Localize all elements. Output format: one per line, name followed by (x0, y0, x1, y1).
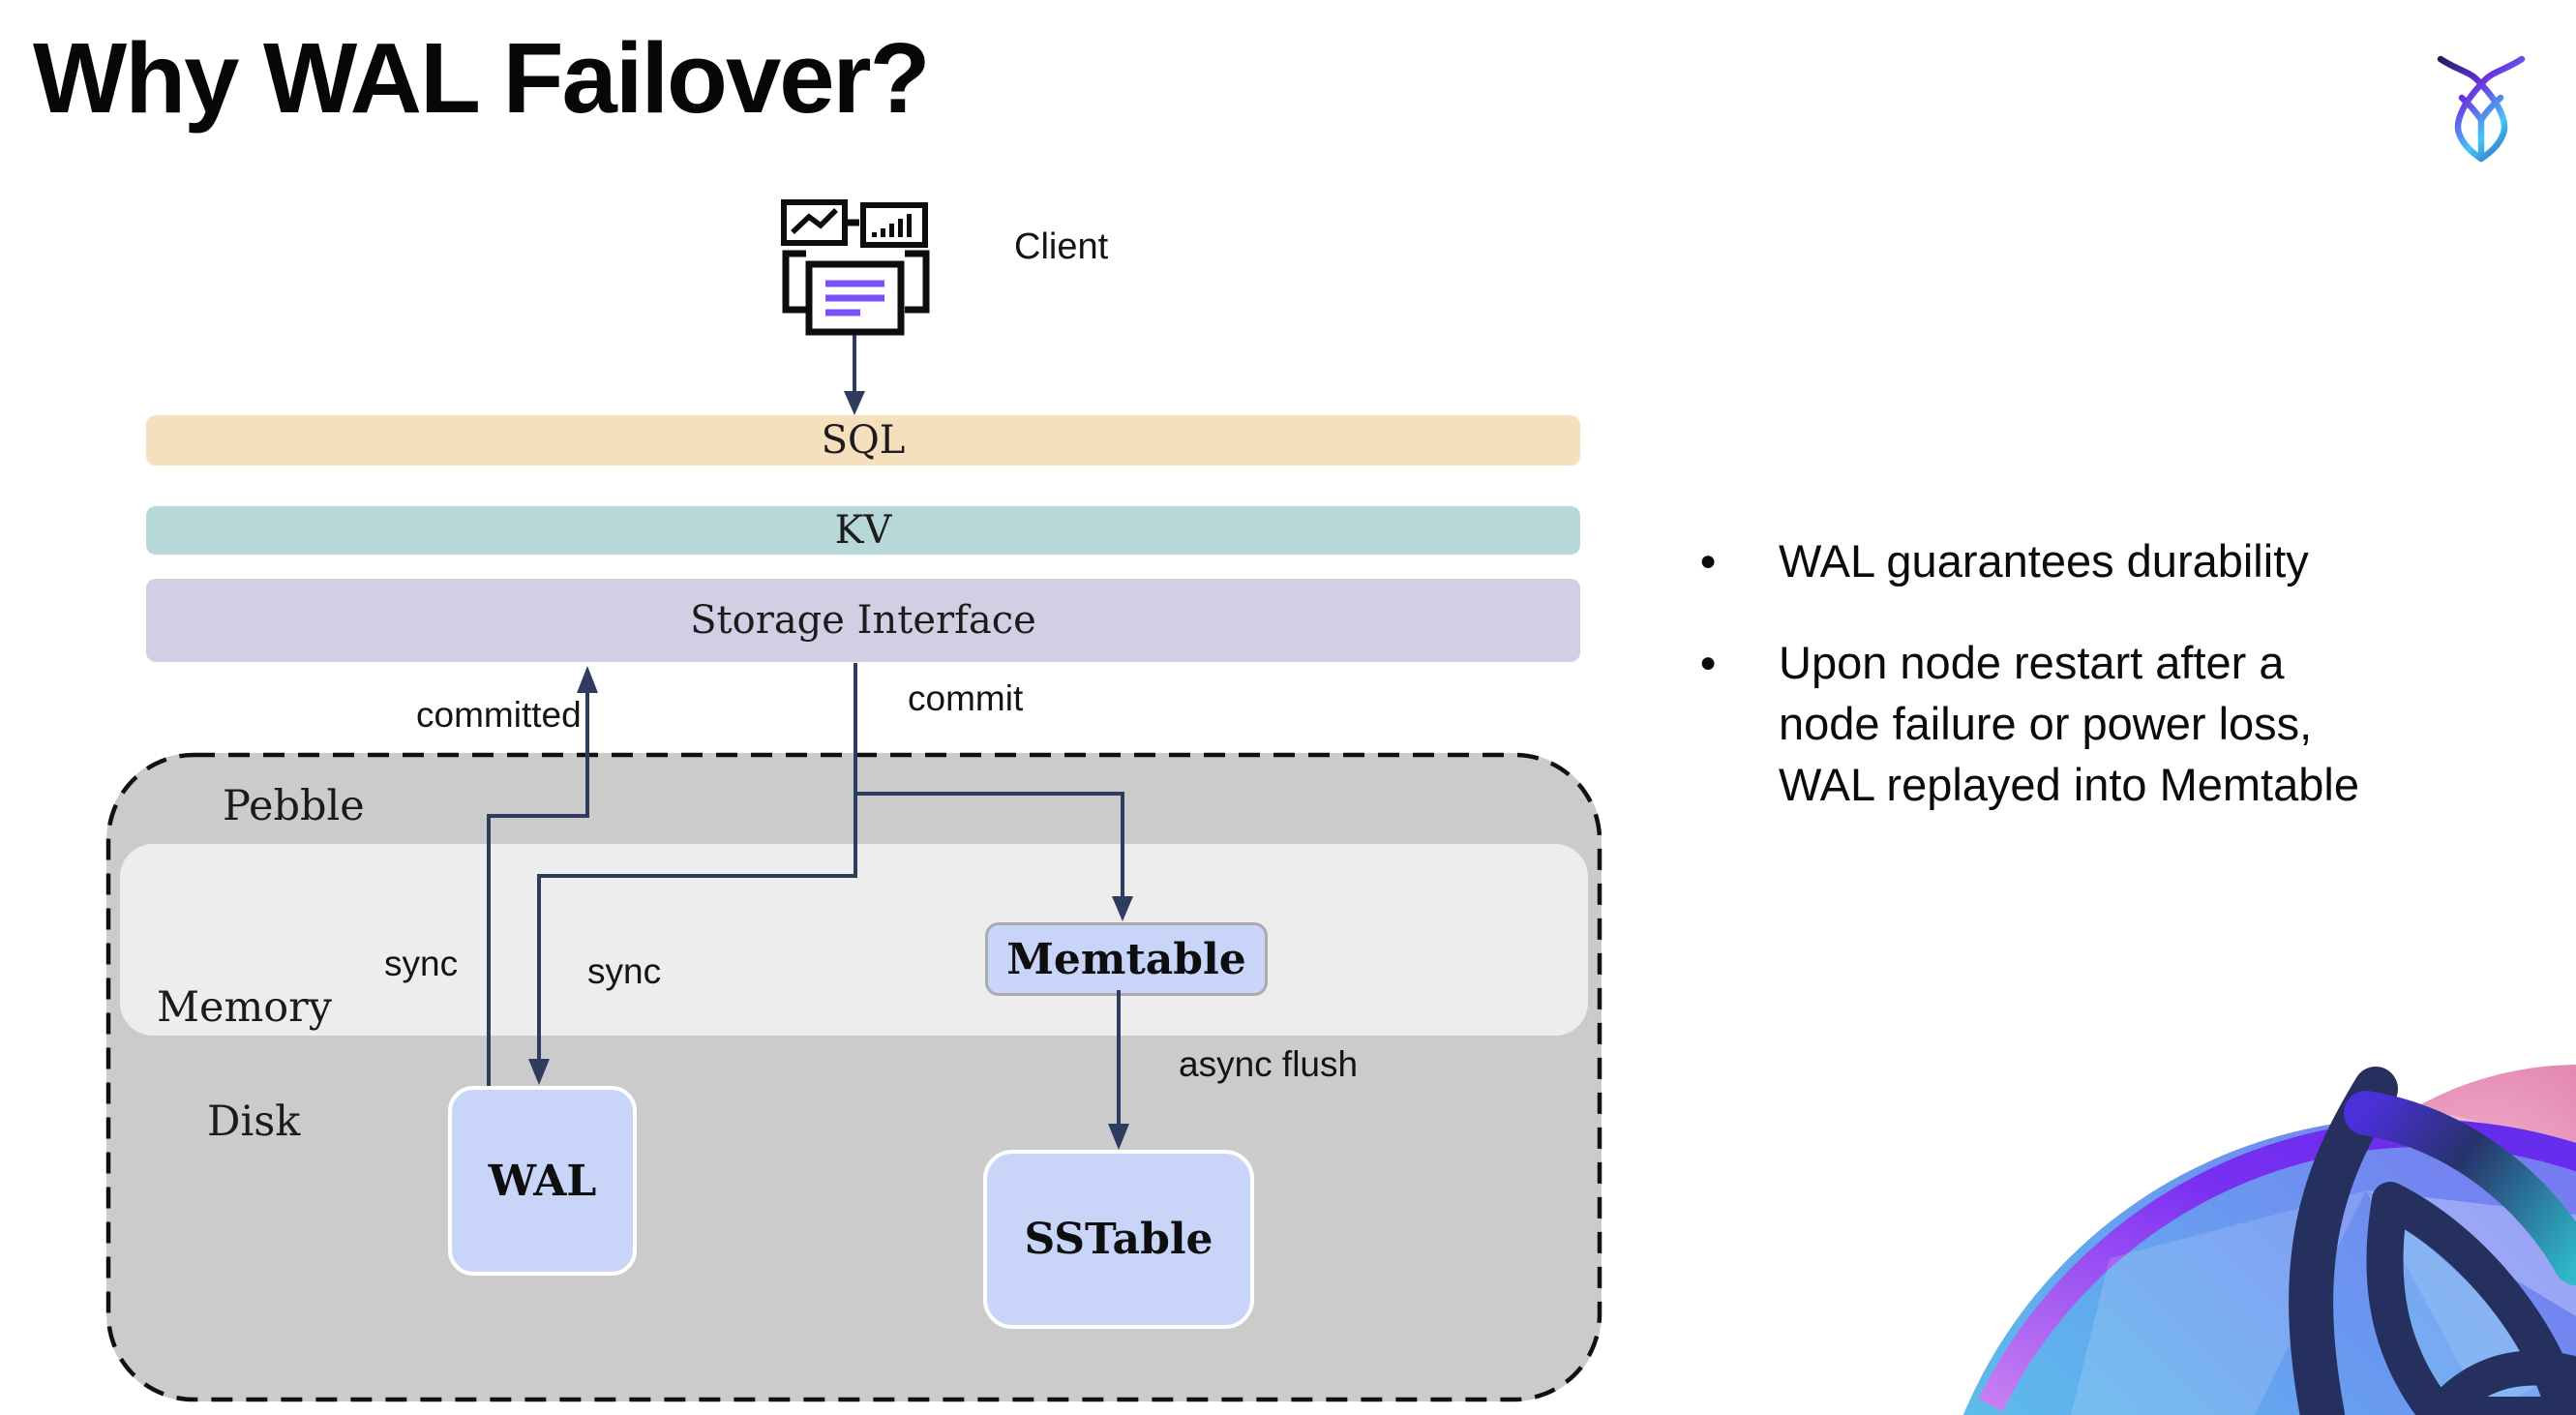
sql-layer-bar: SQL (146, 415, 1580, 466)
arrowhead-up-icon (577, 666, 598, 693)
list-item: ● WAL guarantees durability (1699, 530, 2551, 591)
bullet-text: Upon node restart after a node failure o… (1779, 637, 2359, 810)
bar-chart-icon (872, 214, 912, 237)
page-title: Why WAL Failover? (33, 22, 931, 134)
document-icon (805, 260, 905, 336)
document-lines-icon (825, 280, 884, 316)
sql-layer-label: SQL (821, 418, 906, 463)
line-chart-icon (791, 208, 838, 235)
cockroachdb-logo-icon (2437, 55, 2526, 163)
corner-art (1962, 1065, 2576, 1415)
list-item: ● Upon node restart after a node failure… (1699, 632, 2551, 815)
right-bracket-icon (905, 250, 930, 314)
bullet-list: ● WAL guarantees durability ● Upon node … (1699, 530, 2551, 815)
sync-right-edge-label: sync (587, 951, 662, 991)
storage-interface-label: Storage Interface (690, 598, 1036, 643)
disk-label: Disk (207, 1098, 301, 1146)
kv-layer-bar: KV (146, 506, 1580, 555)
sync-left-edge-label: sync (384, 944, 459, 983)
pebble-label: Pebble (223, 782, 365, 830)
memtable-node: Memtable (985, 922, 1268, 996)
wal-node-label: WAL (488, 1156, 597, 1206)
storage-interface-layer-bar: Storage Interface (146, 579, 1580, 662)
commit-edge-label: commit (908, 678, 1024, 718)
sstable-node: SSTable (983, 1150, 1254, 1329)
wal-node: WAL (448, 1086, 637, 1276)
client-label: Client (1014, 226, 1109, 267)
memtable-node-label: Memtable (1006, 934, 1246, 984)
memory-band (120, 844, 1588, 1036)
committed-edge-label: committed (416, 695, 582, 735)
left-bracket-icon (782, 250, 806, 314)
kv-layer-label: KV (834, 508, 892, 553)
bullet-icon: ● (1699, 545, 1718, 577)
client-icon (781, 199, 930, 336)
arrowhead-down-icon (844, 391, 865, 415)
memory-label: Memory (157, 983, 332, 1032)
bullet-icon: ● (1699, 647, 1718, 678)
async-flush-edge-label: async flush (1179, 1044, 1359, 1084)
bullet-text: WAL guarantees durability (1779, 535, 2309, 587)
sstable-node-label: SSTable (1024, 1215, 1213, 1264)
